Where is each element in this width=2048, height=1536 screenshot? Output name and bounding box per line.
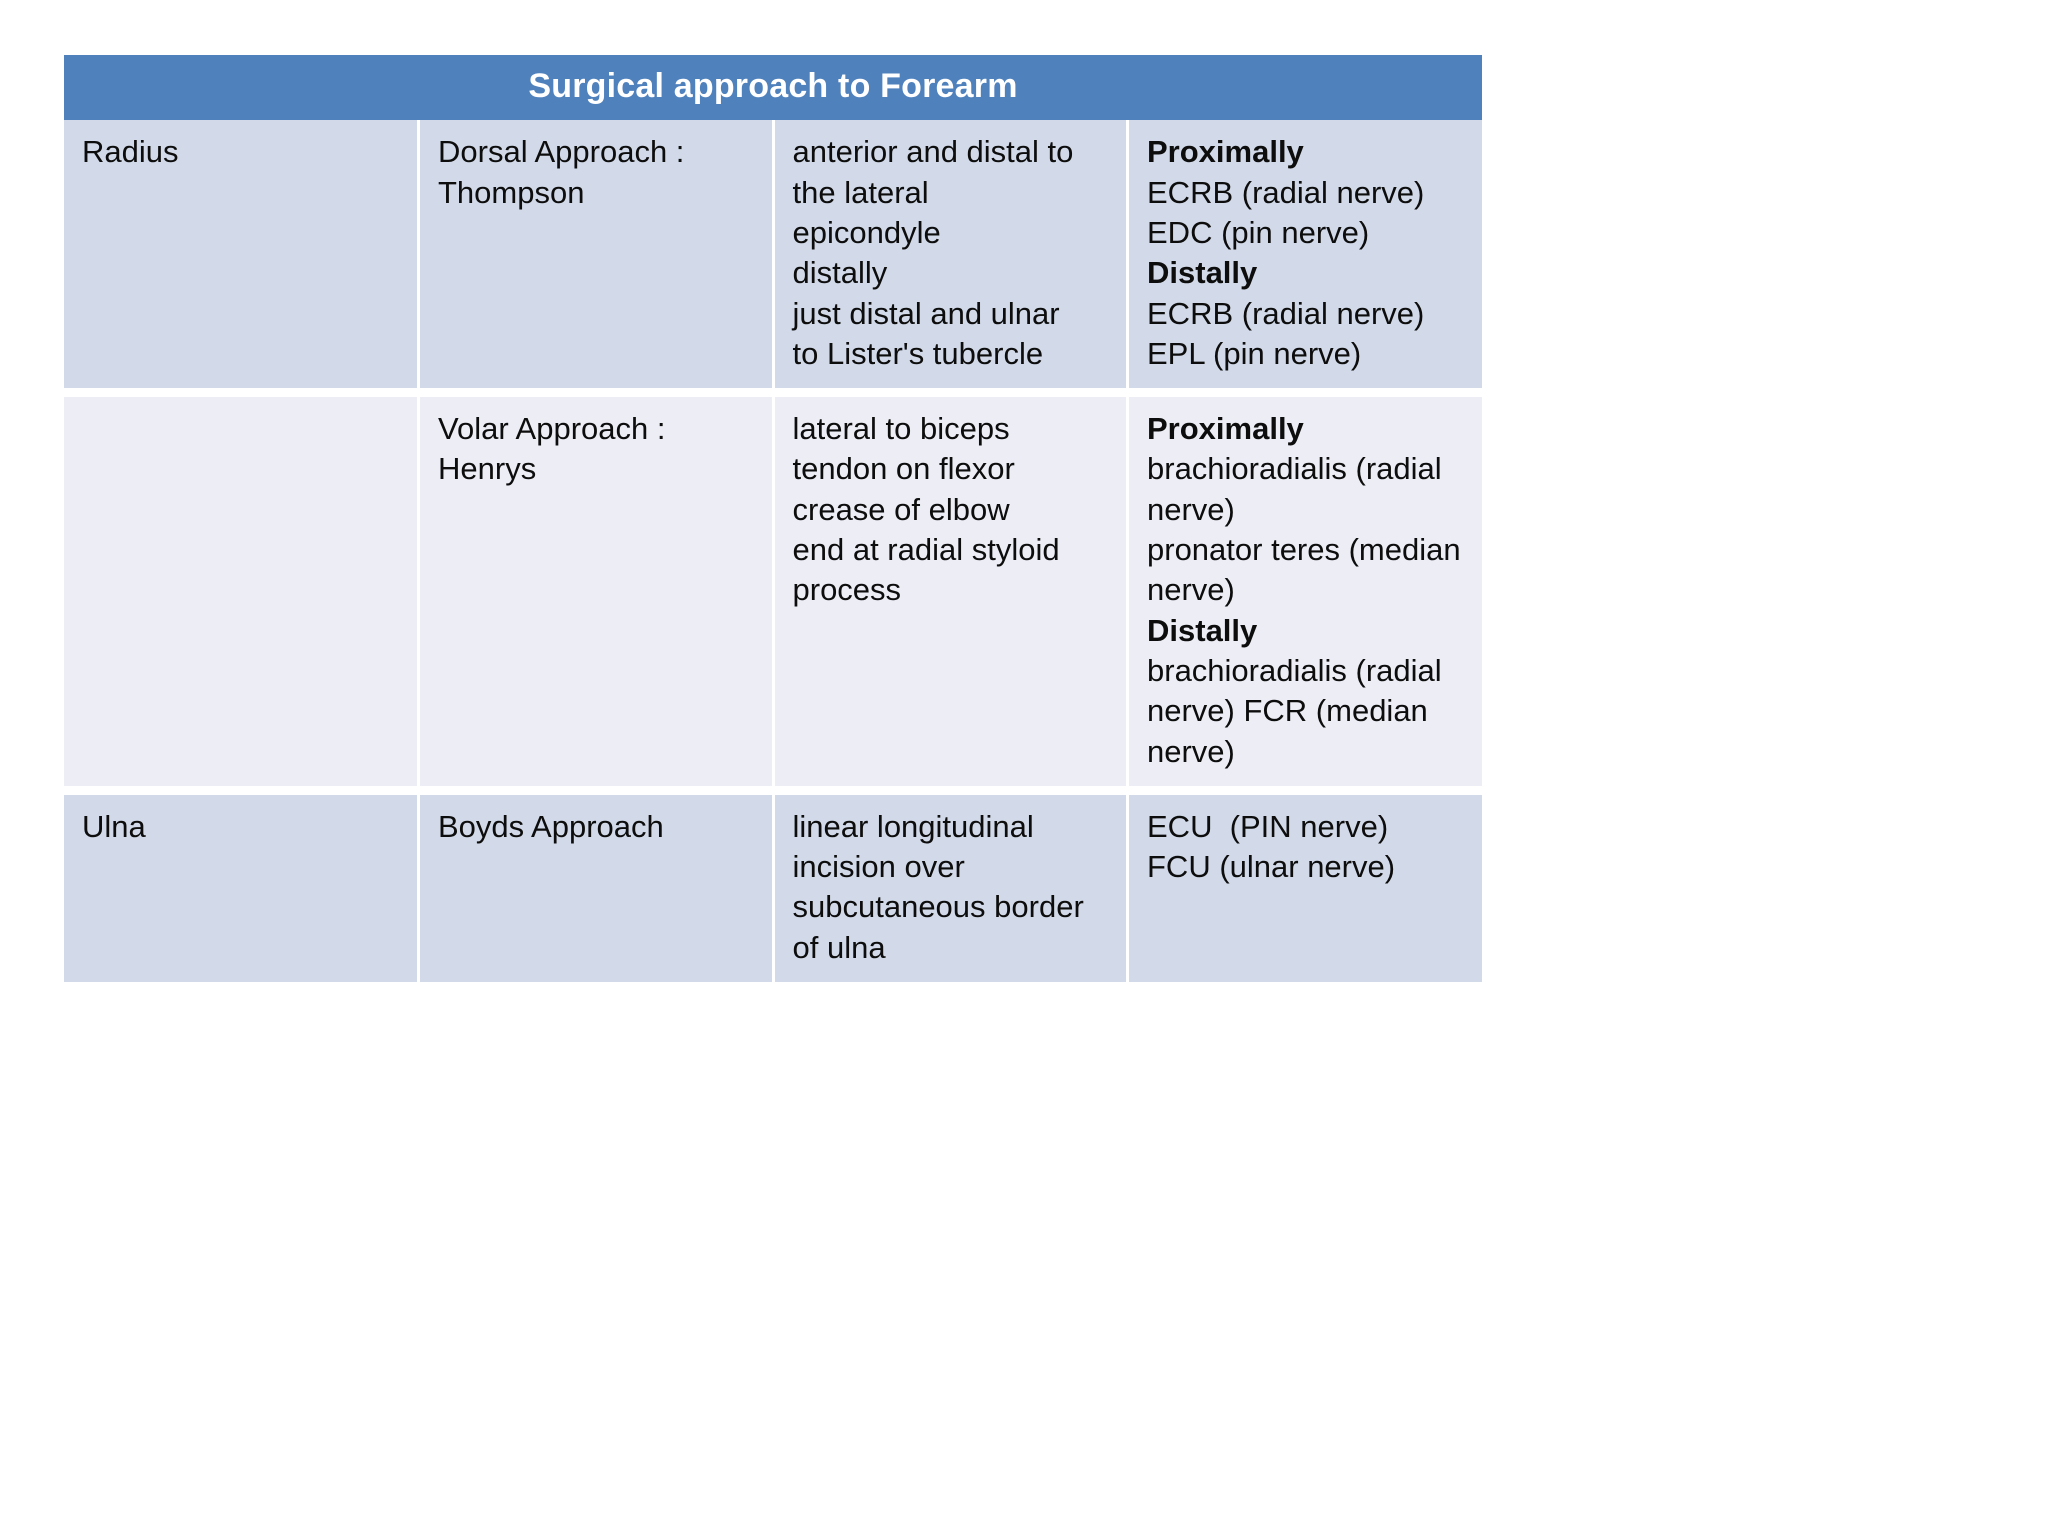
cell-approach: Volar Approach : Henrys bbox=[418, 397, 775, 789]
text-line: Dorsal Approach : bbox=[438, 134, 685, 170]
text-line: linear longitudinal bbox=[792, 808, 1034, 844]
text-line: of ulna bbox=[792, 929, 886, 965]
cell-landmarks: anterior and distal to the lateral epicond… bbox=[773, 120, 1129, 392]
text-line: distally bbox=[792, 255, 888, 291]
text-line: incision over bbox=[792, 849, 965, 885]
cell-interval: ECU (PIN nerve) FCU (ulnar nerve) bbox=[1127, 794, 1482, 986]
text-line: subcutaneous border bbox=[792, 889, 1084, 925]
text-line: nerve) FCR (median bbox=[1147, 693, 1428, 729]
text-line: Distally bbox=[1147, 612, 1258, 648]
text-line: Thompson bbox=[438, 174, 585, 210]
text-line: Ulna bbox=[82, 808, 146, 844]
text-line: EPL (pin nerve) bbox=[1147, 335, 1362, 371]
text-line: ECU (PIN nerve) bbox=[1147, 808, 1389, 844]
text-line: ECRB (radial nerve) bbox=[1147, 295, 1425, 331]
row-spacer-cell bbox=[64, 787, 1482, 795]
table-row: Radius Dorsal Approach : Thompson anterior … bbox=[64, 120, 1482, 392]
text-line: Radius bbox=[82, 134, 179, 170]
text-line: Boyds Approach bbox=[438, 808, 664, 844]
text-line: FCU (ulnar nerve) bbox=[1147, 849, 1396, 885]
cell-landmarks: lateral to biceps tendon on flexor crease … bbox=[773, 397, 1129, 789]
text-line: Volar Approach : bbox=[438, 411, 666, 447]
surgical-approach-table: Surgical approach to Forearm Radius Dorsa… bbox=[64, 55, 1482, 986]
table-row: Ulna Boyds Approach linear longitudinal inc… bbox=[64, 794, 1482, 986]
text-line: Henrys bbox=[438, 451, 537, 487]
text-line: nerve) bbox=[1147, 733, 1235, 769]
row-spacer-cell bbox=[64, 389, 1482, 398]
cell-landmarks: linear longitudinal incision over subcutan… bbox=[773, 794, 1129, 986]
text-line: just distal and ulnar bbox=[792, 295, 1060, 331]
cell-bone: Radius bbox=[64, 120, 420, 392]
text-line: brachioradialis (radial bbox=[1147, 652, 1442, 688]
text-line: to Lister's tubercle bbox=[792, 335, 1044, 371]
text-line: end at radial styloid bbox=[792, 532, 1060, 568]
cell-bone bbox=[64, 397, 420, 789]
text-line: pronator teres (median bbox=[1147, 532, 1461, 568]
table-container: Surgical approach to Forearm Radius Dorsa… bbox=[64, 55, 1482, 986]
text-line: epicondyle bbox=[792, 214, 941, 250]
table-row: Volar Approach : Henrys lateral to biceps t… bbox=[64, 397, 1482, 789]
cell-interval: Proximally brachioradialis (radial nerve) p… bbox=[1127, 397, 1482, 789]
text-line: crease of elbow bbox=[792, 491, 1010, 527]
text-line: the lateral bbox=[792, 174, 929, 210]
table-body: Radius Dorsal Approach : Thompson anterior … bbox=[64, 120, 1482, 986]
text-line: tendon on flexor bbox=[792, 451, 1015, 487]
table-title: Surgical approach to Forearm bbox=[64, 55, 1482, 121]
text-line: anterior and distal to bbox=[792, 134, 1074, 170]
text-line: Proximally bbox=[1147, 134, 1304, 170]
text-line: brachioradialis (radial bbox=[1147, 451, 1442, 487]
cell-approach: Dorsal Approach : Thompson bbox=[418, 120, 775, 392]
text-line: lateral to biceps bbox=[792, 411, 1010, 447]
cell-approach: Boyds Approach bbox=[418, 794, 775, 986]
cell-bone: Ulna bbox=[64, 794, 420, 986]
text-line: nerve) bbox=[1147, 491, 1235, 527]
text-line: EDC (pin nerve) bbox=[1147, 214, 1370, 250]
text-line: Distally bbox=[1147, 255, 1258, 291]
text-line: nerve) bbox=[1147, 572, 1235, 608]
row-spacer bbox=[64, 787, 1482, 795]
text-line: Proximally bbox=[1147, 411, 1304, 447]
table-header: Surgical approach to Forearm bbox=[64, 55, 1482, 121]
title-row: Surgical approach to Forearm bbox=[64, 55, 1482, 121]
text-line: process bbox=[792, 572, 902, 608]
text-line: ECRB (radial nerve) bbox=[1147, 174, 1425, 210]
row-spacer bbox=[64, 389, 1482, 398]
